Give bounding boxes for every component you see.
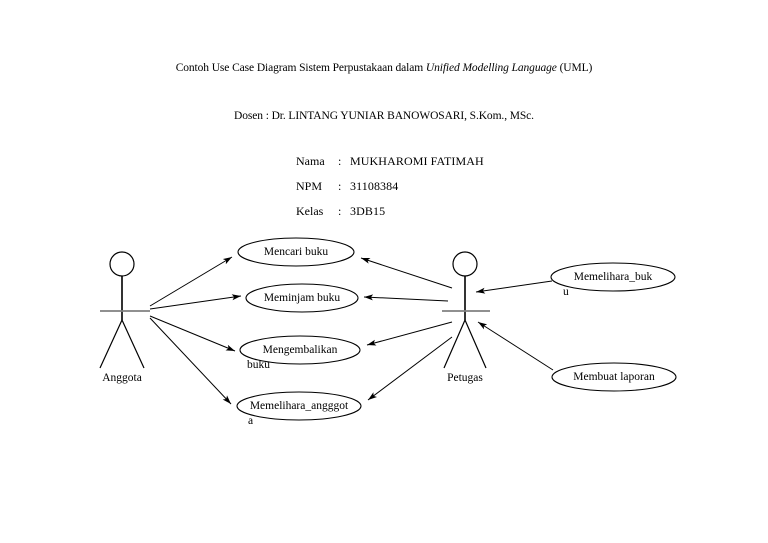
actor-petugas[interactable] xyxy=(442,251,490,369)
use-case-memelihara-buku[interactable] xyxy=(550,262,676,292)
page-title: Contoh Use Case Diagram Sistem Perpustak… xyxy=(0,62,768,74)
lecturer-line: Dosen : Dr. LINTANG YUNIAR BANOWOSARI, S… xyxy=(234,110,534,122)
use-case-membuat-laporan[interactable] xyxy=(551,362,677,392)
use-case-meminjam-buku[interactable] xyxy=(245,283,359,313)
use-case-mencari-buku[interactable] xyxy=(237,237,355,267)
student-name-row: Nama : MUKHAROMI FATIMAH xyxy=(296,154,484,169)
association-anggota-memelihara-anggota xyxy=(149,317,232,405)
actor-anggota[interactable] xyxy=(99,251,150,369)
actor-anggota-leg-left xyxy=(99,319,123,369)
actor-petugas-head xyxy=(452,251,478,277)
association-lines-to-petugas xyxy=(475,280,554,371)
student-class-key: Kelas xyxy=(296,204,324,218)
actor-anggota-head xyxy=(109,251,135,277)
student-npm-row: NPM : 31108384 xyxy=(296,179,484,194)
student-class-value: 3DB15 xyxy=(350,204,386,218)
page-title-prefix: Contoh Use Case Diagram Sistem Perpustak… xyxy=(175,62,426,74)
association-anggota-mengembalikan-buku xyxy=(149,315,236,352)
actor-anggota-leg-right xyxy=(121,319,145,369)
actor-petugas-leg-right xyxy=(464,319,487,369)
association-membuat-laporan-petugas xyxy=(477,321,554,371)
association-memelihara-buku-petugas xyxy=(475,280,553,294)
association-lines-anggota xyxy=(149,256,242,405)
student-npm-value: 31108384 xyxy=(350,179,399,193)
page-title-italic: Unified Modelling Language xyxy=(425,62,557,74)
association-petugas-memelihara-anggota xyxy=(367,336,453,401)
association-petugas-mengembalikan-buku xyxy=(366,321,453,346)
use-case-ellipses xyxy=(236,237,677,421)
actor-label-petugas: Petugas xyxy=(447,372,483,384)
association-petugas-mencari-buku xyxy=(360,257,453,289)
student-class-row: Kelas : 3DB15 xyxy=(296,204,484,219)
student-name-key: Nama xyxy=(296,154,325,168)
page-title-suffix: (UML) xyxy=(556,62,593,74)
student-class-separator: : xyxy=(338,204,342,218)
student-npm-key: NPM xyxy=(296,179,323,193)
association-anggota-meminjam-buku xyxy=(149,294,242,310)
use-case-memelihara-anggota[interactable] xyxy=(236,391,362,421)
use-case-mengembalikan-buku[interactable] xyxy=(239,335,361,365)
student-name-value: MUKHAROMI FATIMAH xyxy=(350,154,484,168)
association-lines-petugas xyxy=(360,257,453,401)
actor-petugas-leg-left xyxy=(443,319,466,369)
student-name-separator: : xyxy=(338,154,342,168)
actor-label-anggota: Anggota xyxy=(102,372,142,384)
student-npm-separator: : xyxy=(338,179,342,193)
association-anggota-mencari-buku xyxy=(149,256,233,307)
association-petugas-meminjam-buku xyxy=(363,294,449,302)
student-info-block: Nama : MUKHAROMI FATIMAH NPM : 31108384 … xyxy=(296,154,484,229)
